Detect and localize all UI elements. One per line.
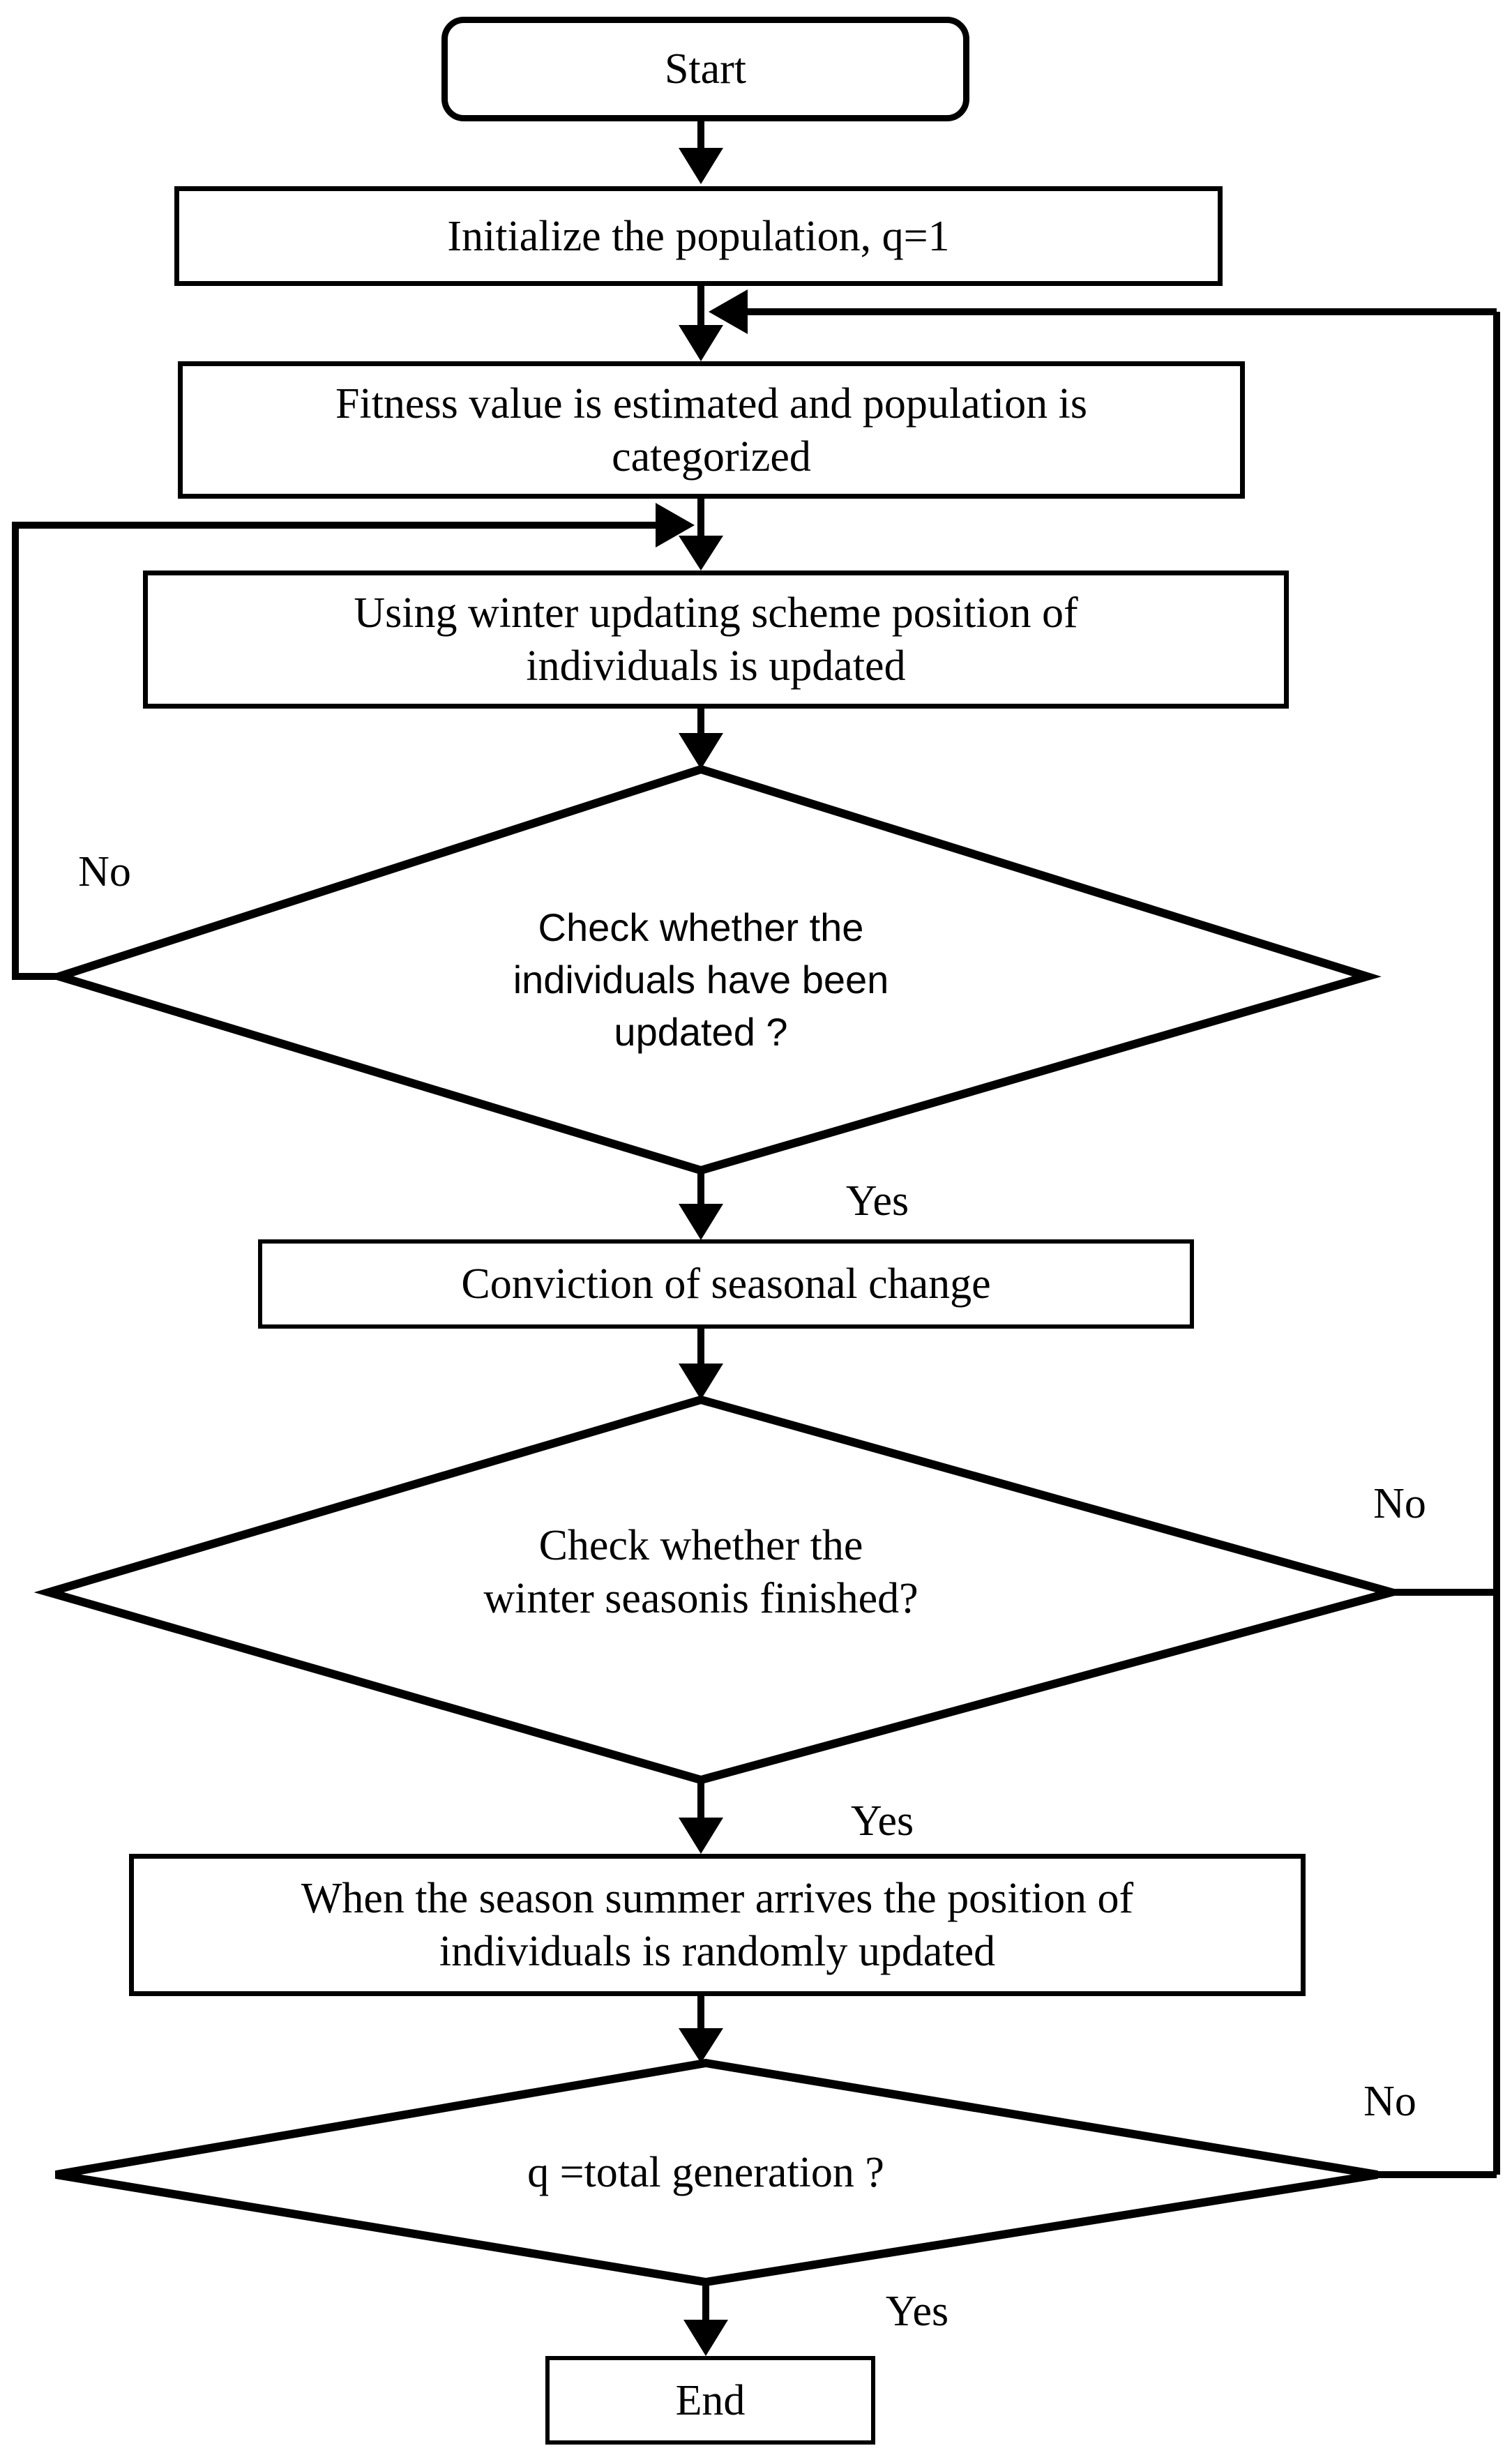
decision3-line1: q =total generation ? [527,2149,884,2196]
node-summer-update-line1: When the season summer arrives the posit… [301,1875,1134,1922]
node-initialize-population: Initialize the population, q=1 [174,186,1223,286]
node-start-label: Start [664,45,747,93]
node-end: End [545,2356,875,2445]
node-summer-update-line2: individuals is randomly updated [439,1928,996,1975]
arrowhead-summer-to-decision3 [679,2028,723,2063]
decision2-line1: Check whether the [538,1522,863,1569]
decision1-line3: updated ? [614,1010,788,1054]
edge-label-generation-no: No [1363,2078,1416,2125]
decision1-line2: individuals have been [513,958,889,1002]
arrowhead-start-to-initialize [679,148,723,184]
edge-label-winter-finished-yes: Yes [850,1797,914,1845]
node-fitness-line1: Fitness value is estimated and populatio… [335,379,1087,428]
node-winter-update: Using winter updating scheme position of… [143,571,1289,709]
arrowhead-fitness-to-winter [679,536,723,571]
arrowhead-initialize-to-fitness [679,325,723,361]
arrowhead-generation-no-return [709,289,748,334]
edge-label-individuals-updated-no: No [78,848,131,896]
decision-check-total-generation-text: q =total generation ? [357,2146,1054,2199]
decision-check-individuals-updated-text: Check whether the individuals have been … [352,901,1050,1058]
arrowhead-decision1-to-conviction [679,1204,723,1240]
decision2-line2: winter seasonis finished? [483,1575,918,1622]
decision1-line1: Check whether the [538,905,864,949]
node-fitness-estimation: Fitness value is estimated and populatio… [178,361,1245,499]
arrowhead-decision3-to-end [683,2320,728,2356]
node-conviction-label: Conviction of seasonal change [461,1260,991,1308]
edge-label-generation-yes: Yes [885,2288,949,2335]
edge-label-winter-finished-no: No [1373,1480,1426,1527]
arrowhead-winter-to-decision1 [679,733,723,769]
node-end-label: End [675,2376,746,2424]
node-winter-update-line2: individuals is updated [526,642,906,690]
decision-check-winter-finished-text: Check whether the winter seasonis finish… [282,1519,1119,1625]
node-start: Start [441,17,969,121]
arrowhead-individuals-no-return [656,503,695,547]
node-conviction-seasonal-change: Conviction of seasonal change [258,1239,1194,1329]
node-winter-update-line1: Using winter updating scheme position of [354,589,1078,637]
node-summer-update: When the season summer arrives the posit… [129,1854,1306,1996]
node-initialize-label: Initialize the population, q=1 [447,212,950,260]
node-fitness-line2: categorized [612,432,811,481]
arrowhead-conviction-to-decision2 [679,1364,723,1400]
arrowhead-decision2-to-summer [679,1818,723,1854]
edge-individuals-no-return [12,522,656,980]
edge-label-individuals-updated-yes: Yes [845,1177,909,1225]
